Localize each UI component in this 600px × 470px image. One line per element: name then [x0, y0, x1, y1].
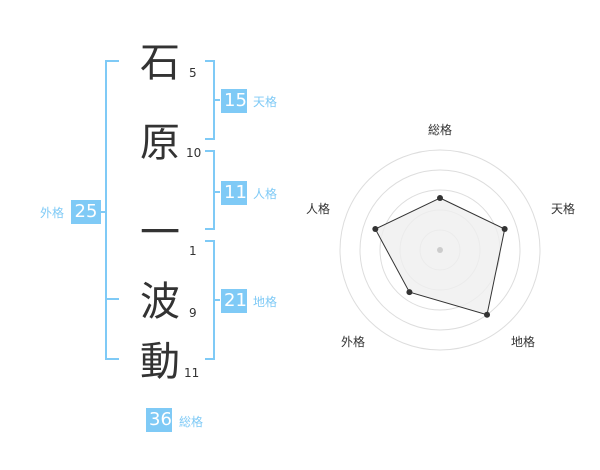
radar-point [406, 289, 413, 296]
gaikaku-bracket-mid [105, 298, 119, 300]
radar-point [484, 311, 491, 318]
radar-point [501, 225, 508, 232]
chikaku-value-badge: 21 [221, 289, 247, 313]
soukaku-value-badge: 36 [146, 408, 172, 432]
radar-label-gaikaku: 外格 [341, 335, 366, 349]
radar-label-soukaku: 総格 [428, 123, 453, 137]
name-char-2: 原 [140, 120, 180, 166]
radar-grid-ring [339, 149, 541, 351]
jinkaku-bracket-tick [213, 191, 220, 193]
jinkaku-value-badge: 11 [221, 181, 247, 205]
stroke-count-5: 11 [184, 366, 200, 380]
tenkaku-label: 天格 [253, 95, 278, 109]
gaikaku-value-badge: 25 [71, 200, 101, 224]
gaikaku-bracket [105, 60, 119, 360]
name-char-5: 動 [140, 339, 180, 385]
stroke-count-1: 5 [189, 66, 197, 80]
stroke-count-4: 9 [189, 306, 197, 320]
tenkaku-bracket-tick [213, 99, 220, 101]
radar-label-jinkaku: 人格 [306, 202, 331, 216]
radar-point [372, 225, 379, 232]
gaikaku-bracket-tick [99, 211, 107, 213]
radar-grid-ring [359, 169, 521, 331]
jinkaku-label: 人格 [253, 187, 278, 201]
chikaku-bracket-tick [213, 299, 220, 301]
chikaku-label: 地格 [253, 295, 278, 309]
stroke-count-3: 1 [189, 244, 197, 258]
name-char-4: 波 [140, 279, 180, 325]
tenkaku-value-badge: 15 [221, 89, 247, 113]
radar-area [374, 197, 506, 316]
name-char-1: 石 [140, 40, 180, 86]
radar-label-tenkaku: 天格 [551, 202, 576, 216]
name-char-3: 一 [140, 210, 180, 256]
jinkaku-bracket [205, 150, 215, 230]
stroke-count-2: 10 [186, 146, 202, 160]
soukaku-label: 総格 [179, 415, 204, 429]
gaikaku-label: 外格 [40, 206, 65, 220]
radar-points [372, 195, 508, 318]
radar-center-dot [437, 247, 443, 253]
radar-label-chikaku: 地格 [511, 335, 536, 349]
radar-point [437, 195, 443, 201]
